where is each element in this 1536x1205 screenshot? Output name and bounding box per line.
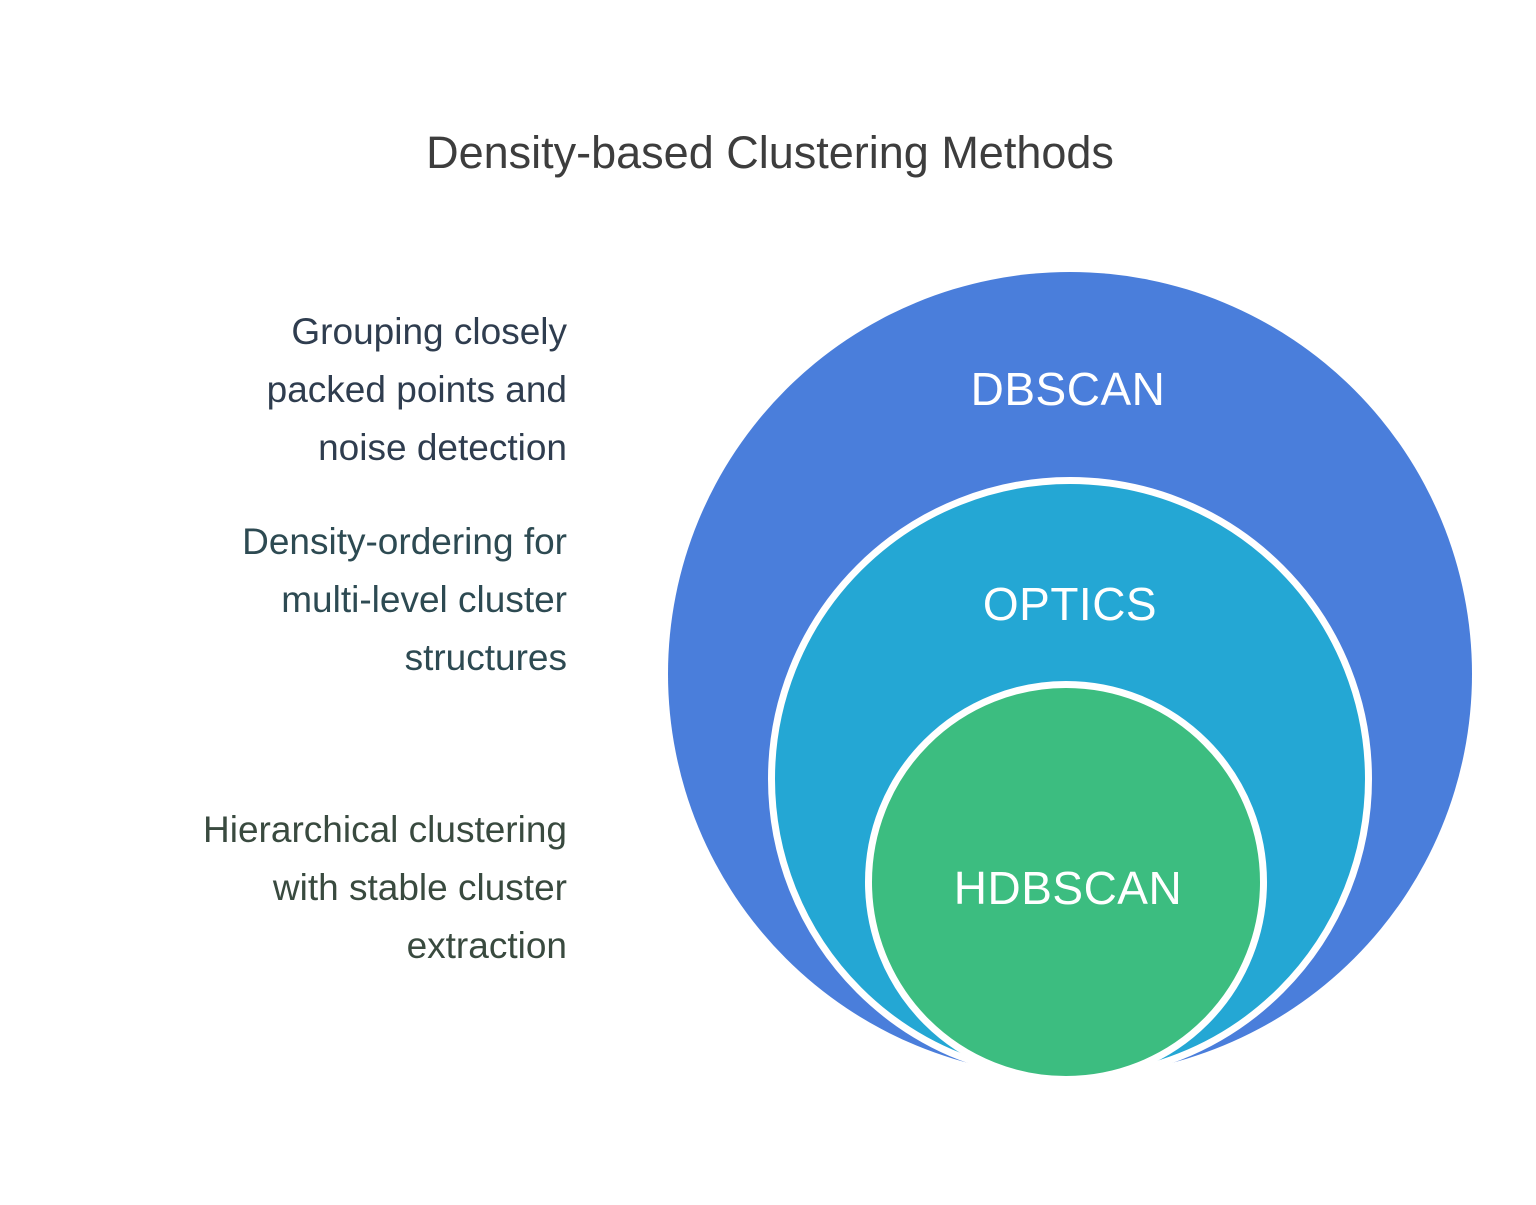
- dbscan-description-line: noise detection: [318, 427, 567, 468]
- diagram-title: Density-based Clustering Methods: [426, 127, 1114, 178]
- optics-description-line: Density-ordering for: [242, 521, 567, 562]
- hdbscan-circle: [865, 681, 1267, 1083]
- hdbscan-description-line: Hierarchical clustering: [203, 809, 567, 850]
- optics-description: Density-ordering for multi-level cluster…: [0, 513, 567, 687]
- optics-description-line: multi-level cluster: [281, 579, 567, 620]
- dbscan-description-line: Grouping closely: [291, 311, 567, 352]
- hdbscan-label: HDBSCAN: [953, 862, 1183, 914]
- dbscan-label: DBSCAN: [970, 363, 1166, 415]
- dbscan-description: Grouping closely packed points and noise…: [0, 303, 567, 477]
- hdbscan-description: Hierarchical clustering with stable clus…: [0, 801, 567, 975]
- optics-label: OPTICS: [982, 578, 1158, 630]
- hdbscan-description-line: extraction: [406, 925, 567, 966]
- hdbscan-description-line: with stable cluster: [272, 867, 567, 908]
- optics-description-line: structures: [404, 637, 567, 678]
- dbscan-description-line: packed points and: [266, 369, 567, 410]
